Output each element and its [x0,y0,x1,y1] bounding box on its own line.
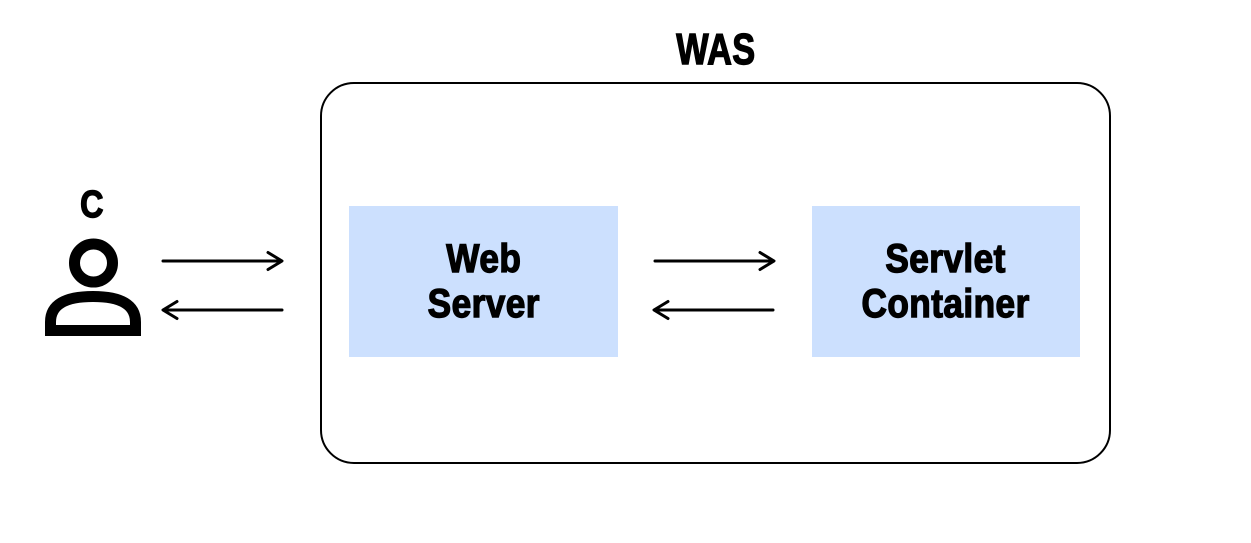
person-icon [45,238,141,336]
was-group-title-text: WAS [675,25,756,74]
node-servlet-container-label-line2: Container [861,281,1031,326]
client-label-text: C [80,184,105,226]
node-web-server: Web Server [349,206,618,357]
person-body [45,290,141,336]
was-group-title: WAS [320,25,1111,74]
arrow-client-to-web-server-head [266,251,284,271]
node-servlet-container: Servlet Container [812,206,1080,357]
node-web-server-label: Web Server [427,236,540,327]
node-web-server-label-line1: Web [445,236,521,281]
arrow-web-server-to-client [161,300,284,320]
client-label: C [60,184,124,226]
node-servlet-container-label: Servlet Container [861,236,1031,327]
arrow-client-to-web-server [161,251,284,271]
person-head [69,238,118,288]
node-servlet-container-label-line1: Servlet [885,236,1007,281]
arrow-web-server-to-client-head [161,300,179,320]
node-web-server-label-line2: Server [427,281,540,326]
